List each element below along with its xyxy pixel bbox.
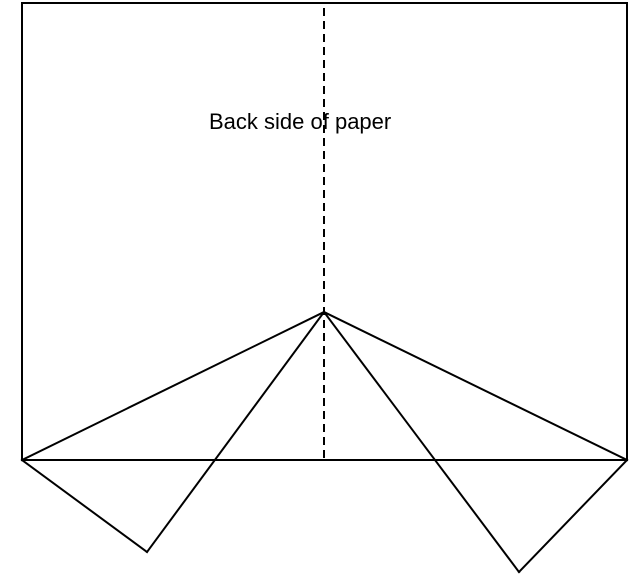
back-side-label: Back side of paper <box>209 109 391 134</box>
right-flap-outer-edge <box>517 458 629 574</box>
left-flap-inner-edge <box>145 310 326 554</box>
right-outer-diagonal <box>322 310 629 462</box>
left-outer-diagonal <box>20 310 326 462</box>
left-flap-outer-edge <box>20 458 149 554</box>
paper-outline <box>21 2 628 461</box>
right-flap-inner-edge <box>322 310 521 574</box>
